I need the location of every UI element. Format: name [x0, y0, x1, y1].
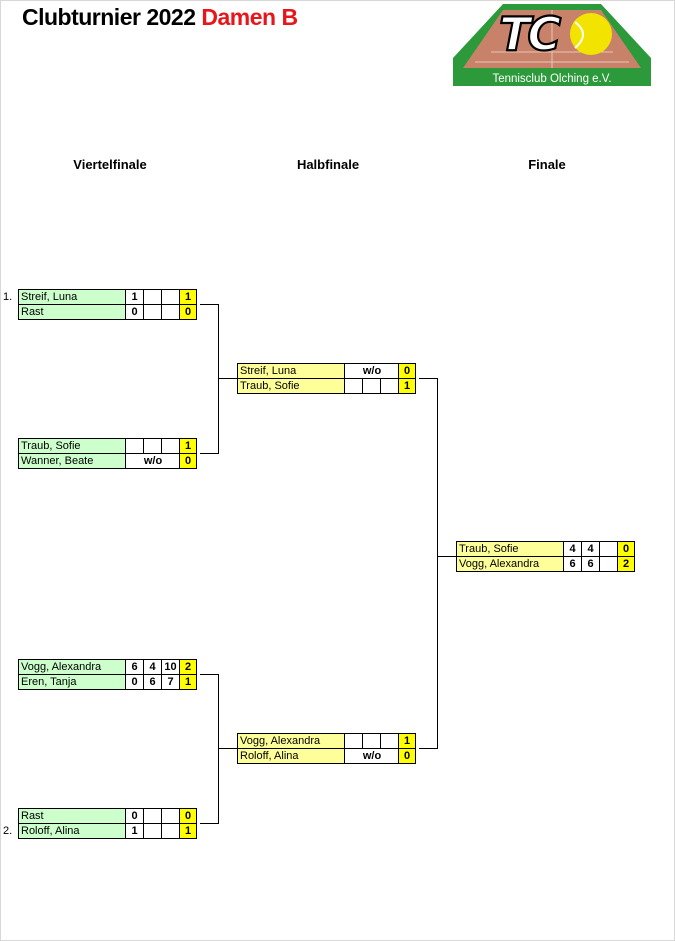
- player-name: Rast: [18, 304, 127, 320]
- match-result: 0: [179, 453, 197, 469]
- set-score: 7: [161, 674, 180, 690]
- player-name: Roloff, Alina: [237, 748, 346, 764]
- connector-qf1-qf2: [200, 304, 219, 454]
- title-main: Clubturnier 2022: [22, 4, 196, 30]
- player-name: Streif, Luna: [18, 289, 127, 305]
- logo-ball-seam: [574, 21, 584, 49]
- match-result: 0: [179, 304, 197, 320]
- set-score: 6: [581, 556, 600, 572]
- logo-letters: TC: [499, 7, 561, 61]
- connector-sf1-sf2: [419, 378, 438, 749]
- player-name: Roloff, Alina: [18, 823, 127, 839]
- set-score: 6: [125, 659, 144, 675]
- match-result: 0: [617, 541, 635, 557]
- set-score: [143, 823, 162, 839]
- connector-qf3-qf4: [200, 674, 219, 824]
- set-score: [161, 823, 180, 839]
- set-score: 10: [161, 659, 180, 675]
- page-title: Clubturnier 2022 Damen B: [22, 4, 298, 31]
- set-score: 1: [125, 823, 144, 839]
- seed-2: 2.: [3, 825, 13, 837]
- logo-banner: [453, 70, 651, 86]
- club-logo: TC Tennisclub Olching e.V.: [453, 4, 651, 86]
- match-result: 1: [179, 289, 197, 305]
- set-score: [125, 438, 144, 454]
- set-score: [161, 289, 180, 305]
- match-result: 1: [179, 438, 197, 454]
- player-name: Eren, Tanja: [18, 674, 127, 690]
- set-score: [161, 304, 180, 320]
- round-label-final: Finale: [528, 157, 566, 172]
- match-result: 1: [398, 378, 416, 394]
- walkover-label: w/o: [125, 453, 181, 469]
- set-score: [161, 438, 180, 454]
- match-result: 2: [179, 659, 197, 675]
- logo-ball: [570, 13, 612, 55]
- set-score: [599, 541, 618, 557]
- set-score: 0: [125, 674, 144, 690]
- match-row: Traub, Sofie 1: [237, 378, 422, 394]
- player-name: Wanner, Beate: [18, 453, 127, 469]
- player-name: Vogg, Alexandra: [18, 659, 127, 675]
- match-result: 0: [179, 808, 197, 824]
- match-result: 1: [398, 733, 416, 749]
- set-score: [380, 378, 399, 394]
- set-score: [143, 808, 162, 824]
- set-score: 6: [143, 674, 162, 690]
- set-score: 4: [581, 541, 600, 557]
- match-result: 0: [398, 363, 416, 379]
- set-score: 6: [563, 556, 582, 572]
- player-name: Traub, Sofie: [237, 378, 346, 394]
- set-score: 0: [125, 304, 144, 320]
- set-score: [362, 733, 381, 749]
- set-score: [344, 378, 363, 394]
- match-result: 1: [179, 674, 197, 690]
- match-row: Vogg, Alexandra 1: [237, 733, 422, 749]
- player-name: Traub, Sofie: [456, 541, 565, 557]
- set-score: [344, 733, 363, 749]
- round-label-quarterfinal: Viertelfinale: [73, 157, 147, 172]
- match-row: Traub, Sofie 1: [18, 438, 203, 454]
- set-score: 4: [563, 541, 582, 557]
- set-score: [599, 556, 618, 572]
- player-name: Vogg, Alexandra: [456, 556, 565, 572]
- player-name: Traub, Sofie: [18, 438, 127, 454]
- logo-club-name: Tennisclub Olching e.V.: [492, 73, 611, 85]
- set-score: 4: [143, 659, 162, 675]
- set-score: [143, 304, 162, 320]
- title-category: Damen B: [201, 4, 298, 30]
- set-score: [143, 438, 162, 454]
- match-result: 2: [617, 556, 635, 572]
- walkover-label: w/o: [344, 748, 400, 764]
- set-score: [161, 808, 180, 824]
- set-score: [362, 378, 381, 394]
- round-label-semifinal: Halbfinale: [296, 157, 360, 172]
- player-name: Streif, Luna: [237, 363, 346, 379]
- set-score: [380, 733, 399, 749]
- set-score: [143, 289, 162, 305]
- set-score: 0: [125, 808, 144, 824]
- seed-1: 1.: [3, 291, 13, 303]
- player-name: Rast: [18, 808, 127, 824]
- set-score: 1: [125, 289, 144, 305]
- match-result: 1: [179, 823, 197, 839]
- walkover-label: w/o: [344, 363, 400, 379]
- match-result: 0: [398, 748, 416, 764]
- player-name: Vogg, Alexandra: [237, 733, 346, 749]
